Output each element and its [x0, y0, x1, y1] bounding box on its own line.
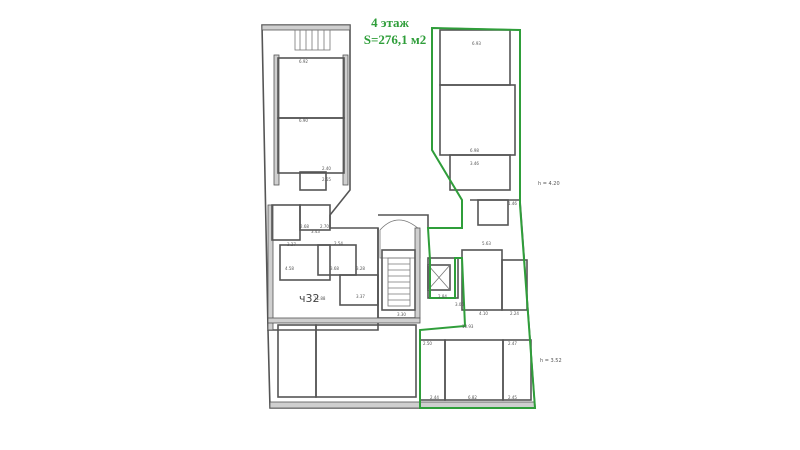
dim-label: 3.30	[397, 312, 406, 317]
highlighted-area	[419, 26, 537, 409]
dim-label: 11.88	[314, 296, 326, 301]
dim-label: 4.58	[285, 266, 294, 271]
dim-label: 2.45	[508, 395, 517, 400]
staircase	[294, 29, 411, 307]
ceiling-height-lower: h = 3.52	[540, 358, 562, 364]
dim-label: 2.55	[322, 177, 331, 182]
ceiling-height-upper: h = 4.20	[538, 181, 560, 187]
dim-label: 3.06	[455, 302, 464, 307]
elevator	[427, 264, 451, 291]
dim-label: 3.43	[311, 229, 320, 234]
dim-label: 4.10	[479, 311, 488, 316]
rooms	[271, 29, 532, 401]
dim-label: 2.47	[508, 341, 517, 346]
area-label: S=276,1 м2	[363, 32, 427, 47]
dim-label: 2.50	[423, 341, 432, 346]
dim-label: 3.46	[470, 161, 479, 166]
dim-label: 6.92	[299, 59, 308, 64]
dim-label: 1.46	[508, 201, 517, 206]
dim-label: 6.90	[299, 118, 308, 123]
dim-label: 6.93	[472, 41, 481, 46]
dimension-labels: 6.92 6.90 6.93 6.98 2.40 2.55 3.46 5.63 …	[285, 41, 519, 400]
dim-label: 10.93	[462, 324, 474, 329]
wall-hatching	[261, 24, 536, 409]
dim-label: 2.24	[510, 311, 519, 316]
dim-label: 3.27	[287, 242, 296, 247]
dim-label: 5.63	[482, 241, 491, 246]
building-outline	[261, 24, 536, 409]
dim-label: 2.40	[322, 166, 331, 171]
dim-label: 6.98	[470, 148, 479, 153]
dim-label: 2.70	[320, 224, 329, 229]
dim-label: 2.68	[300, 224, 309, 229]
dim-label: 3.28	[356, 266, 365, 271]
dim-label: 2.84	[438, 294, 447, 299]
dim-label: 6.82	[468, 395, 477, 400]
dim-label: 3.68	[330, 266, 339, 271]
dim-label: 2.54	[334, 241, 343, 246]
dim-label: 3.37	[356, 294, 365, 299]
room-code-label: ч32	[299, 292, 320, 305]
dim-label: 2.44	[430, 395, 439, 400]
floor-label: 4 этаж	[371, 15, 409, 30]
